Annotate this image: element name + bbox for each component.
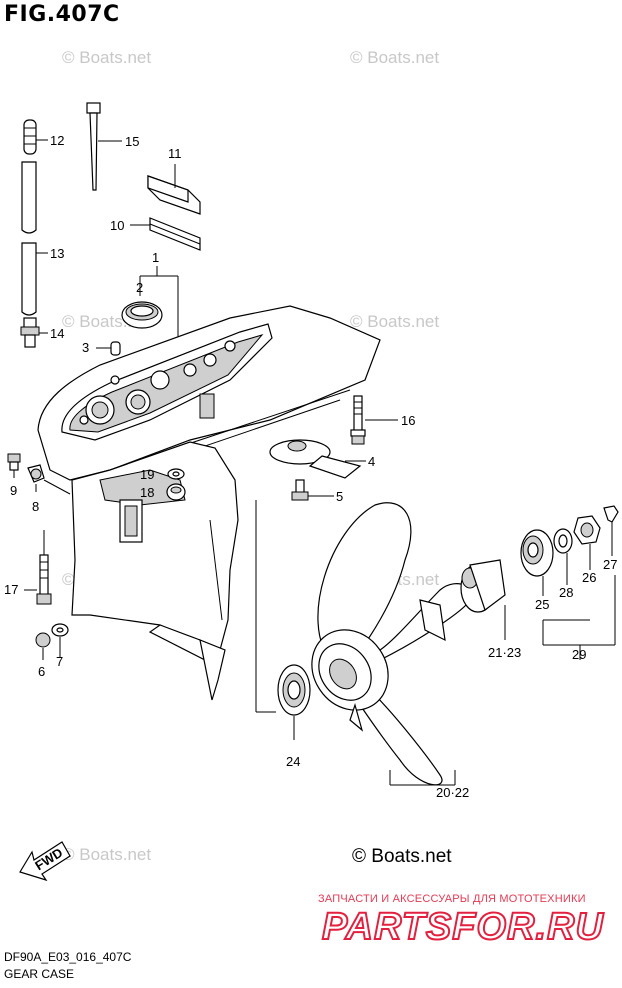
watermark-large: © Boats.net [352,846,452,867]
callout-24: 24 [286,754,300,769]
callout-16: 16 [401,413,415,428]
callout-5: 5 [336,489,343,504]
part-28-washer [553,528,573,585]
callout-29: 29 [572,647,586,662]
part-4-trim-tab [269,439,366,479]
callout-10: 10 [110,218,124,233]
callout-26: 26 [582,570,596,585]
part-8-anode [27,464,71,495]
callout-20-22: 20·22 [436,785,469,800]
part-27-cotter-pin [603,505,619,556]
part-10-shim [130,217,201,251]
callout-17: 17 [4,582,18,597]
watermark: © Boats.net [62,845,151,864]
callout-labels: 1 2 3 4 5 6 7 8 9 10 11 12 13 14 15 16 1… [4,133,617,800]
part-2-bearing [121,301,163,329]
figure-title: FIG.407C [4,2,120,27]
callout-21-23: 21·23 [488,645,521,660]
part-6-bolt [35,632,51,660]
callout-28: 28 [559,585,573,600]
callout-6: 6 [38,664,45,679]
callout-8: 8 [32,499,39,514]
callout-27: 27 [603,557,617,572]
promo-subtitle: ЗАПЧАСТИ И АКСЕССУАРЫ ДЛЯ МОТОТЕХНИКИ [318,893,586,905]
callout-19: 19 [140,467,154,482]
footer-name: GEAR CASE [4,967,75,981]
part-20-propeller [311,502,473,786]
watermark: © Boats.net [350,312,439,331]
part-16-bolt [350,395,398,445]
part-15-cable-tie [86,102,122,191]
callout-25: 25 [535,597,549,612]
callout-1: 1 [152,250,159,265]
callout-12: 12 [50,133,64,148]
part-12-grommet [23,119,48,155]
part-24-thrust-washer [277,664,311,740]
part-19-washer [167,468,185,480]
part-17-stud [24,530,52,605]
watermark: © Boats.net [62,48,151,67]
part-7-washer [51,623,69,657]
callout-14: 14 [50,326,64,341]
part-9-screw [7,453,21,478]
fwd-arrow: FWD [19,841,71,882]
part-21-spacer [460,559,506,640]
callout-3: 3 [82,340,89,355]
part-25-washer [520,529,554,596]
watermark: © Boats.net [350,48,439,67]
part-5-bolt [291,479,334,501]
gear-case-housing [37,305,381,701]
part-26-nut [573,515,601,570]
callout-13: 13 [50,246,64,261]
part-1-bracket [139,266,179,340]
callout-9: 9 [10,483,17,498]
promo-brand: PARTSFOR.RU [321,905,604,949]
callout-18: 18 [140,485,154,500]
callout-4: 4 [368,454,375,469]
leader-lines [255,500,616,786]
part-13-tube [21,161,48,316]
part-3-pin [96,341,121,356]
callout-11: 11 [168,146,182,161]
part-14-fitting [20,317,48,348]
part-18-nut [166,483,186,501]
callout-7: 7 [56,654,63,669]
footer-code: DF90A_E03_016_407C [4,950,132,964]
callout-15: 15 [125,134,139,149]
callout-2: 2 [136,280,143,295]
part-11-block [147,164,201,215]
